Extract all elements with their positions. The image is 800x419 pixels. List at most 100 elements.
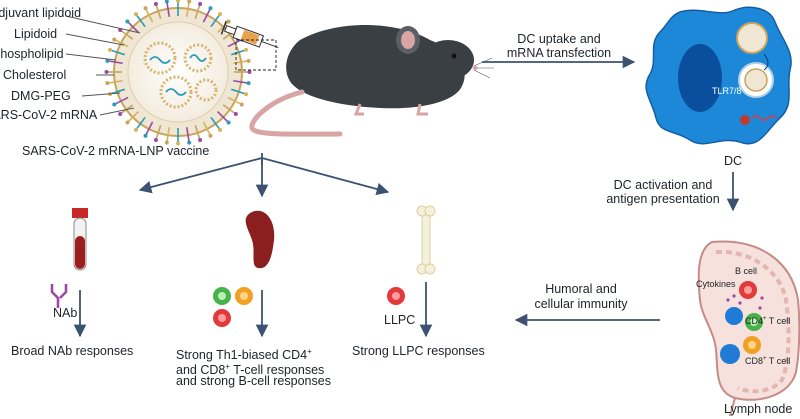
lipid-spike: [231, 49, 245, 56]
outcome-th1-line2: and CD8+ T-cell responses: [176, 362, 325, 378]
lipid-spike: [127, 21, 139, 33]
label-dmg-peg: DMG-PEG: [11, 89, 71, 103]
immunity-line1: Humoral and: [545, 282, 617, 296]
lnp-nanoparticle: [104, 0, 252, 146]
cd8-label: CD8+ T cell: [745, 356, 791, 366]
b-cell-label: B cell: [735, 266, 758, 276]
bone-icon: [416, 205, 436, 275]
lipid-spike: [185, 127, 190, 142]
lipid-spike: [111, 49, 125, 56]
lipid-spike: [120, 30, 134, 40]
lipid-head: [226, 19, 231, 24]
lipid-head: [218, 12, 223, 17]
lipid-head: [239, 102, 244, 107]
lipid-head: [105, 58, 110, 63]
immunity-line2: cellular immunity: [534, 297, 628, 311]
lipid-head: [104, 70, 109, 74]
outcome-nab: Broad NAb responses: [11, 344, 134, 358]
label-phospholipid: Phospholipid: [0, 47, 64, 61]
lipid-head: [143, 6, 148, 11]
lipid-head: [112, 102, 117, 107]
label-cholesterol: Cholesterol: [3, 68, 67, 82]
lipid-spike: [155, 125, 162, 139]
lymph-node: [697, 240, 800, 417]
lipid-spike: [185, 2, 190, 17]
lipid-head: [244, 92, 249, 97]
nab-label: NAb: [53, 306, 78, 320]
lnp-leader-lines: [65, 15, 141, 116]
llpc-label: LLPC: [384, 313, 416, 327]
label-lipidoid: Lipidoid: [14, 27, 58, 41]
lipid-head: [125, 19, 130, 24]
syringe: [220, 20, 279, 71]
lnp-surface-lipids: [104, 0, 252, 146]
dc-activation-line2: antigen presentation: [606, 192, 720, 206]
lipid-head: [133, 12, 138, 17]
lipid-spike: [145, 121, 154, 135]
lipid-spike: [136, 116, 146, 130]
lipid-spike: [166, 2, 171, 17]
dc-uptake-line2: mRNA transfection: [506, 46, 612, 60]
lipid-spike: [108, 60, 123, 65]
lipid-head: [133, 127, 138, 132]
cd4-label: CD4+ T cell: [745, 316, 791, 326]
lipid-spike: [111, 88, 125, 95]
lipid-head: [153, 1, 158, 6]
lipid-spike: [231, 88, 245, 95]
lipid-head: [218, 127, 223, 132]
antibody-icon: [50, 284, 68, 308]
lipid-head: [208, 6, 213, 11]
lipid-head: [208, 133, 213, 138]
lipid-spike: [202, 9, 211, 23]
lipid-head: [105, 81, 110, 86]
lipid-spike: [136, 14, 146, 28]
lipid-spike: [210, 14, 220, 28]
label-adjuvant-lipidoid: Adjuvant lipidoid: [0, 6, 82, 20]
lipid-head: [125, 120, 130, 125]
outcome-th1-line3: and strong B-cell responses: [176, 374, 331, 388]
lipid-head: [107, 47, 112, 52]
llpc-cell-icon: [387, 287, 405, 305]
lipid-head: [187, 140, 192, 145]
arrows: [73, 55, 740, 338]
dc-label: DC: [723, 154, 743, 168]
lipid-spike: [194, 125, 201, 139]
lipid-head: [246, 58, 251, 63]
outcome-llpc: Strong LLPC responses: [352, 344, 485, 358]
lipid-head: [164, 140, 169, 145]
outcome-th1-line1: Strong Th1-biased CD4+: [176, 347, 312, 363]
vaccine-label: SARS-CoV-2 mRNA-LNP vaccine: [22, 144, 210, 158]
dc-activation-line1: DC activation and: [613, 178, 713, 192]
lipid-spike: [108, 79, 123, 84]
lipid-spike: [222, 104, 236, 114]
lipid-head: [187, 0, 192, 4]
lipid-spike: [115, 96, 129, 105]
tlr-label: TLR7/8: [712, 86, 742, 96]
lipid-spike: [166, 127, 171, 142]
lipid-spike: [202, 121, 211, 135]
lipid-head: [118, 112, 123, 117]
lipid-head: [226, 120, 231, 125]
lipid-spike: [227, 39, 241, 48]
lipid-spike: [227, 96, 241, 105]
lipid-head: [233, 112, 238, 117]
dc-uptake-line1: DC uptake and: [517, 32, 601, 46]
lymph-node-label: Lymph node: [724, 402, 793, 416]
lipid-head: [143, 133, 148, 138]
cytokines-label: Cytokines: [696, 279, 736, 289]
lipid-spike: [145, 9, 154, 23]
blood-tube-icon: [72, 208, 88, 271]
label-mrna: SARS-CoV-2 mRNA: [0, 108, 98, 122]
lipid-head: [176, 0, 180, 3]
immune-cells: [213, 287, 253, 327]
lipid-head: [247, 70, 252, 74]
lipid-head: [153, 138, 158, 143]
mouse: [249, 24, 494, 137]
lipid-head: [176, 141, 180, 146]
lipid-spike: [210, 116, 220, 130]
lipid-spike: [217, 111, 229, 123]
dendritic-cell: [645, 6, 792, 145]
lipid-head: [198, 138, 203, 143]
